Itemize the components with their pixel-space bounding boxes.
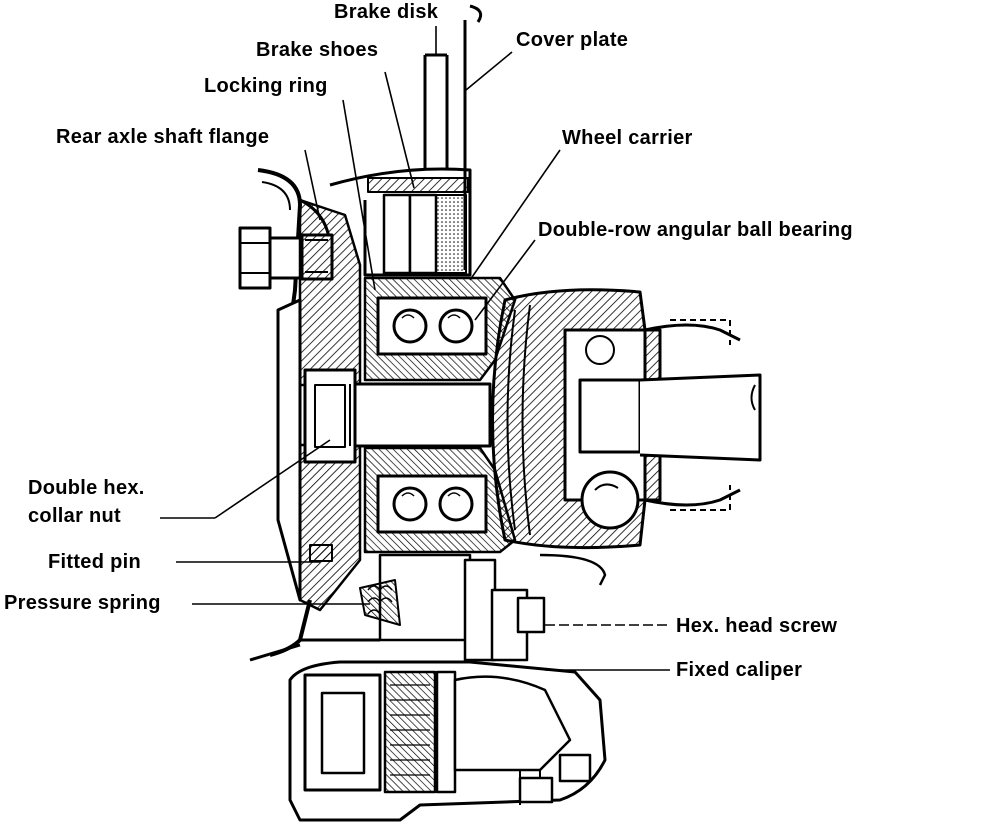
leader-lines	[160, 26, 670, 671]
label-rear-axle-shaft-flange: Rear axle shaft flange	[56, 126, 270, 148]
label-cover-plate: Cover plate	[516, 29, 629, 51]
leader-wheel-carrier	[469, 149, 561, 281]
ball-bearing-lower	[376, 474, 488, 534]
label-pressure-spring: Pressure spring	[4, 592, 161, 614]
caliper-bracket	[309, 544, 607, 662]
leader-double-row-bearing	[474, 239, 536, 321]
label-double-hex-collar-nut-1: Double hex.	[28, 477, 145, 499]
fixed-caliper	[288, 660, 607, 822]
label-double-row-bearing: Double-row angular ball bearing	[538, 219, 853, 241]
label-fitted-pin: Fitted pin	[48, 551, 141, 573]
ball-bearing-upper	[376, 296, 488, 356]
cv-joint	[491, 288, 762, 550]
label-wheel-carrier: Wheel carrier	[562, 127, 693, 149]
label-brake-shoes: Brake shoes	[256, 39, 379, 61]
axle-shaft-flange	[276, 198, 362, 612]
label-brake-disk: Brake disk	[334, 1, 439, 23]
label-fixed-caliper: Fixed caliper	[676, 659, 803, 681]
axle-shaft	[303, 368, 492, 464]
brake-drum-top	[329, 4, 483, 277]
label-double-hex-collar-nut-2: collar nut	[28, 505, 122, 527]
label-locking-ring: Locking ring	[204, 75, 328, 97]
leader-locking-ring	[342, 99, 376, 291]
leader-rear-axle-shaft-flange	[304, 149, 321, 221]
leader-cover-plate	[465, 51, 513, 91]
label-hex-head-screw: Hex. head screw	[676, 615, 838, 637]
leader-collar-nut	[214, 439, 331, 519]
drawing-body	[238, 4, 762, 822]
leader-brake-shoes	[384, 71, 415, 189]
